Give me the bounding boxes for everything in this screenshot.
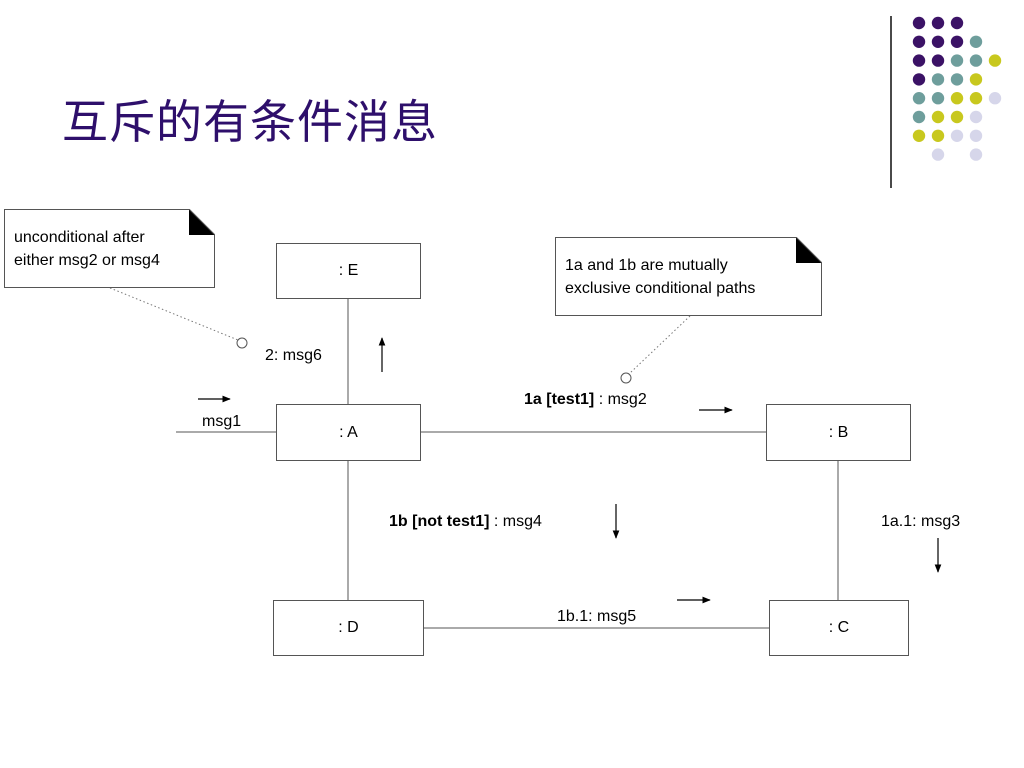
decorative-dot [950, 16, 964, 30]
decorative-dot [969, 110, 983, 124]
object-b-label: : B [828, 423, 849, 441]
decorative-dot [912, 35, 926, 48]
decorative-dot [912, 92, 926, 105]
message-msg5: 1b.1: msg5 [557, 608, 637, 625]
decorative-dot [950, 54, 964, 67]
note-right-line-2: exclusive conditional paths [565, 280, 756, 297]
note-unconditional[interactable]: unconditional after either msg2 or msg4 [4, 209, 215, 288]
decorative-dot [931, 73, 945, 86]
decorative-dot [969, 129, 983, 142]
object-b[interactable]: : B [766, 404, 911, 461]
message-msg2: 1a [test1] : msg2 [524, 391, 647, 409]
object-d[interactable]: : D [273, 600, 424, 656]
decorative-dot [931, 92, 945, 105]
note-mutually-exclusive[interactable]: 1a and 1b are mutually exclusive conditi… [555, 237, 822, 316]
message-msg2-label: : msg2 [594, 391, 647, 408]
object-d-label: : D [338, 619, 359, 636]
note-right-fold-icon [796, 237, 822, 263]
object-a-label: : A [339, 423, 358, 441]
note-left-line-2: either msg2 or msg4 [14, 252, 160, 269]
decorative-dot [912, 16, 926, 30]
object-c[interactable]: : C [769, 600, 909, 656]
object-a[interactable]: : A [276, 404, 421, 461]
decorative-dot [950, 35, 964, 48]
message-msg3: 1a.1: msg3 [881, 513, 961, 530]
object-c-label: : C [828, 619, 850, 636]
decorative-dot [931, 35, 945, 48]
decorative-dot [969, 92, 983, 105]
note-left-line-1: unconditional after [14, 229, 145, 246]
decorative-dot [969, 148, 983, 161]
decorative-dot [931, 129, 945, 142]
message-msg1: msg1 [202, 413, 242, 430]
decorative-dot [931, 110, 945, 124]
decorative-dot [912, 110, 926, 124]
decorative-dot [931, 54, 945, 67]
message-msg4-label: : msg4 [489, 513, 542, 530]
decorative-dot [950, 92, 964, 105]
decorative-dot [931, 16, 945, 30]
slide-title: 互斥的有条件消息 [62, 95, 438, 149]
decorative-dot [969, 54, 983, 67]
decorative-dot-grid [912, 16, 1002, 161]
object-e-label: : E [338, 262, 359, 279]
message-msg4: 1b [not test1] : msg4 [389, 513, 542, 531]
decorative-dot [969, 73, 983, 86]
divider-line [890, 16, 892, 188]
note-right-anchor [620, 372, 632, 384]
decorative-dot [912, 73, 926, 86]
note-right-connector [628, 315, 691, 375]
object-e[interactable]: : E [276, 243, 421, 299]
decorative-dot [950, 129, 964, 142]
note-right-line-1: 1a and 1b are mutually [565, 257, 728, 274]
decorative-dot [912, 54, 926, 67]
decorative-dot [950, 110, 964, 124]
message-msg2-condition: 1a [test1] [524, 391, 595, 408]
message-msg4-condition: 1b [not test1] [389, 513, 490, 530]
decorative-dot [931, 148, 945, 161]
note-left-fold-icon [189, 209, 215, 235]
note-left-connector [109, 287, 239, 341]
decorative-dot [988, 92, 1002, 105]
message-msg6: 2: msg6 [265, 347, 322, 364]
note-left-anchor [236, 337, 248, 349]
decorative-dot [912, 129, 926, 142]
decorative-dot [988, 54, 1002, 67]
decorative-dot [969, 35, 983, 48]
decorative-dot [950, 73, 964, 86]
